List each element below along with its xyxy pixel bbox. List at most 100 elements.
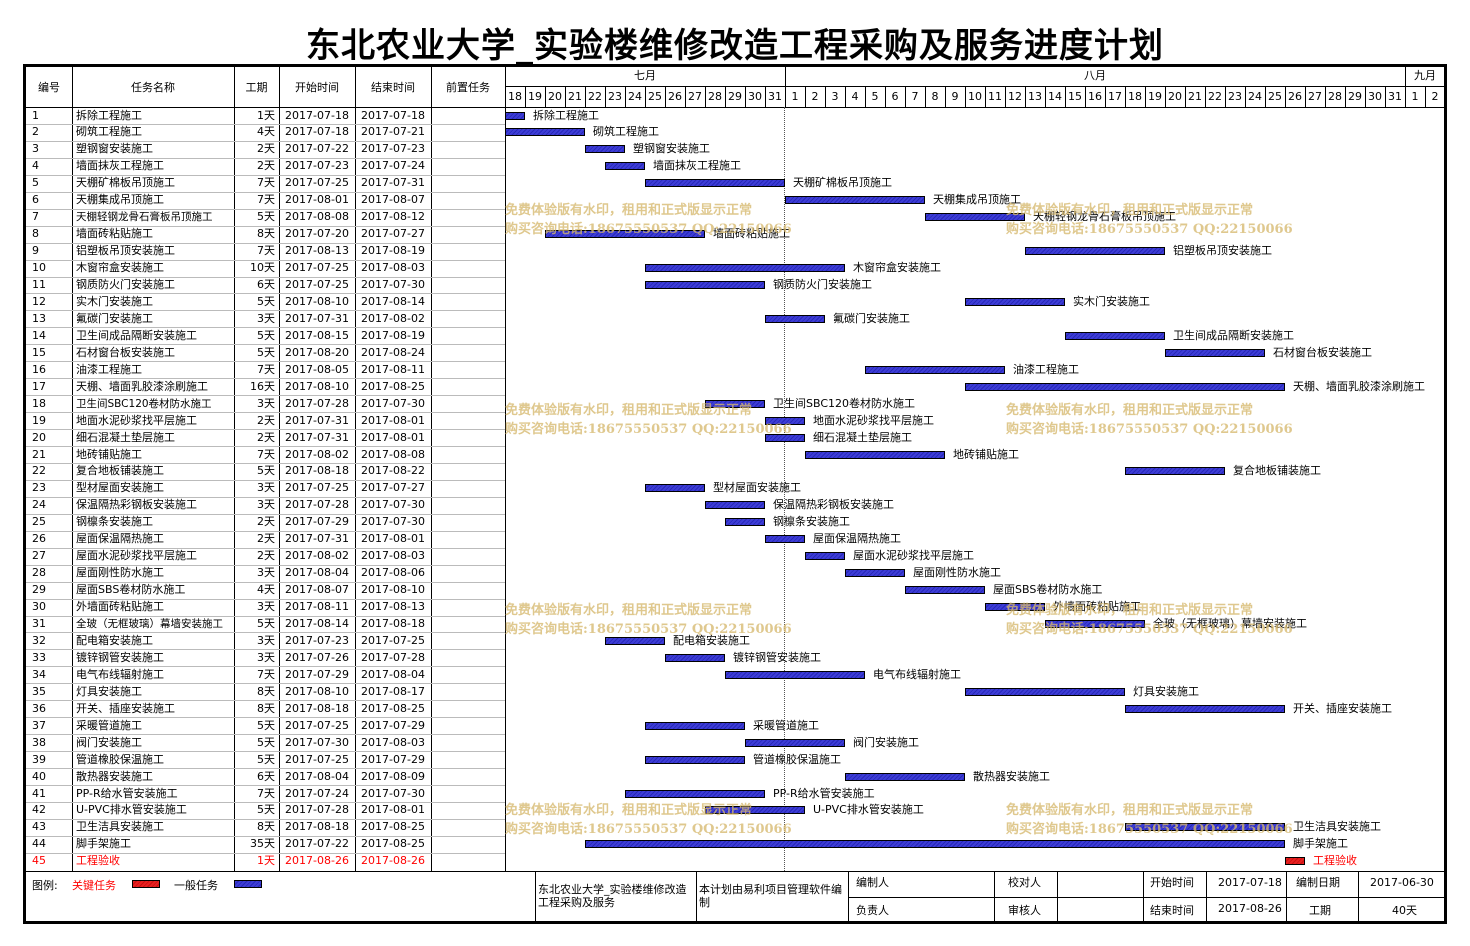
task-bar-label: 实木门安装施工	[1073, 294, 1150, 308]
task-bar[interactable]	[1045, 620, 1145, 628]
task-id-cell: 37	[32, 718, 46, 732]
task-bar[interactable]	[745, 738, 845, 747]
task-bar[interactable]	[905, 586, 985, 595]
start-label: 开始时间	[1150, 876, 1194, 889]
task-bar[interactable]	[1065, 331, 1165, 340]
task-bar[interactable]	[645, 755, 745, 764]
task-bar[interactable]	[765, 314, 825, 323]
day-divider	[845, 87, 846, 107]
task-bar[interactable]	[725, 518, 765, 527]
task-bar[interactable]	[705, 501, 765, 510]
task-bar[interactable]	[725, 670, 865, 679]
row-divider	[26, 683, 505, 685]
task-end-cell: 2017-08-22	[361, 464, 425, 478]
task-end-cell: 2017-08-04	[361, 667, 425, 681]
task-bar[interactable]	[505, 128, 585, 137]
day-divider	[605, 87, 606, 107]
task-end-cell: 2017-08-25	[361, 837, 425, 851]
task-bar[interactable]	[1165, 348, 1265, 357]
task-bar[interactable]	[765, 433, 805, 442]
task-bar[interactable]	[545, 230, 705, 239]
task-bar[interactable]	[605, 162, 645, 171]
task-bar[interactable]	[845, 772, 965, 781]
task-start-cell: 2017-07-25	[285, 261, 349, 275]
watermark-line2: 购买咨询电话:18675550537 QQ:22150066	[505, 622, 792, 637]
task-bar-label: 屋面SBS卷材防水施工	[993, 583, 1103, 597]
task-bar[interactable]	[965, 687, 1125, 696]
task-dur-cell: 6天	[257, 278, 275, 291]
task-bar[interactable]	[845, 569, 905, 578]
task-bar[interactable]	[705, 806, 805, 815]
task-bar[interactable]	[645, 281, 765, 289]
task-bar[interactable]	[705, 399, 765, 408]
task-dur-cell: 3天	[257, 396, 275, 410]
task-bar[interactable]	[1125, 467, 1225, 476]
task-dur-cell: 5天	[257, 345, 275, 359]
task-bar[interactable]	[585, 840, 1285, 849]
watermark-line2: 购买咨询电话:18675550537 QQ:22150066	[505, 822, 792, 837]
software-note: 本计划由易利项目管理软件编制	[699, 883, 842, 909]
row-divider	[26, 140, 505, 142]
task-id-cell: 43	[32, 820, 46, 834]
task-bar[interactable]	[1025, 247, 1165, 256]
day-label: 12	[1008, 90, 1022, 103]
task-name-cell: 墙面砖粘贴施工	[76, 227, 153, 241]
task-bar[interactable]	[645, 179, 785, 188]
day-label: 25	[648, 90, 662, 103]
task-bar[interactable]	[645, 264, 845, 273]
task-bar[interactable]	[505, 111, 525, 120]
task-bar[interactable]	[765, 535, 805, 544]
task-start-cell: 2017-07-31	[285, 532, 349, 546]
task-bar[interactable]	[865, 365, 1005, 374]
day-label: 3	[831, 90, 839, 103]
task-bar[interactable]	[625, 789, 765, 798]
task-start-cell: 2017-08-04	[285, 566, 349, 580]
day-divider	[825, 87, 826, 107]
task-id-cell: 13	[32, 311, 46, 325]
task-bar[interactable]	[965, 297, 1065, 306]
task-bar[interactable]	[645, 721, 745, 730]
task-end-cell: 2017-07-25	[361, 633, 425, 647]
task-bar[interactable]	[785, 196, 925, 205]
task-bar[interactable]	[585, 145, 625, 154]
chart-right-edge	[1445, 67, 1446, 871]
row-divider	[26, 225, 505, 227]
task-name-cell: 钢质防火门安装施工	[76, 278, 175, 291]
row-divider	[26, 530, 505, 532]
day-divider	[1005, 87, 1006, 107]
task-name-cell: 管道橡胶保温施工	[76, 752, 164, 766]
critical-task-bar[interactable]	[1285, 857, 1305, 866]
task-bar[interactable]	[805, 450, 945, 459]
task-name-cell: 天棚、墙面乳胶漆涂刷施工	[76, 379, 208, 393]
task-bar[interactable]	[665, 653, 725, 662]
day-label: 19	[528, 90, 542, 103]
task-bar[interactable]	[1125, 704, 1285, 713]
task-id-cell: 39	[32, 752, 46, 766]
day-label: 6	[891, 90, 899, 103]
day-divider	[1045, 87, 1046, 107]
row-divider	[26, 615, 505, 617]
task-end-cell: 2017-07-27	[361, 481, 425, 495]
task-end-cell: 2017-08-25	[361, 820, 425, 834]
day-label: 24	[628, 90, 642, 103]
task-start-cell: 2017-08-15	[285, 328, 349, 342]
task-bar[interactable]	[805, 552, 845, 561]
page-title: 东北农业大学_实验楼维修改造工程采购及服务进度计划	[306, 26, 1164, 66]
task-bar[interactable]	[985, 603, 1045, 612]
task-bar[interactable]	[965, 382, 1285, 391]
task-end-cell: 2017-08-01	[361, 532, 425, 546]
task-id-cell: 5	[32, 176, 39, 190]
day-label: 13	[1028, 90, 1042, 103]
task-start-cell: 2017-08-14	[285, 617, 349, 630]
task-bar[interactable]	[765, 416, 805, 425]
task-bar[interactable]	[605, 636, 665, 645]
task-name-cell: 砌筑工程施工	[76, 125, 142, 139]
task-name-cell: 阀门安装施工	[76, 735, 142, 749]
task-id-cell: 22	[32, 464, 46, 478]
row-divider	[26, 496, 505, 498]
day-label: 2	[1431, 90, 1439, 103]
task-bar[interactable]	[925, 213, 1025, 222]
task-id-cell: 28	[32, 566, 46, 580]
task-bar[interactable]	[1125, 823, 1285, 832]
task-bar[interactable]	[645, 484, 705, 493]
